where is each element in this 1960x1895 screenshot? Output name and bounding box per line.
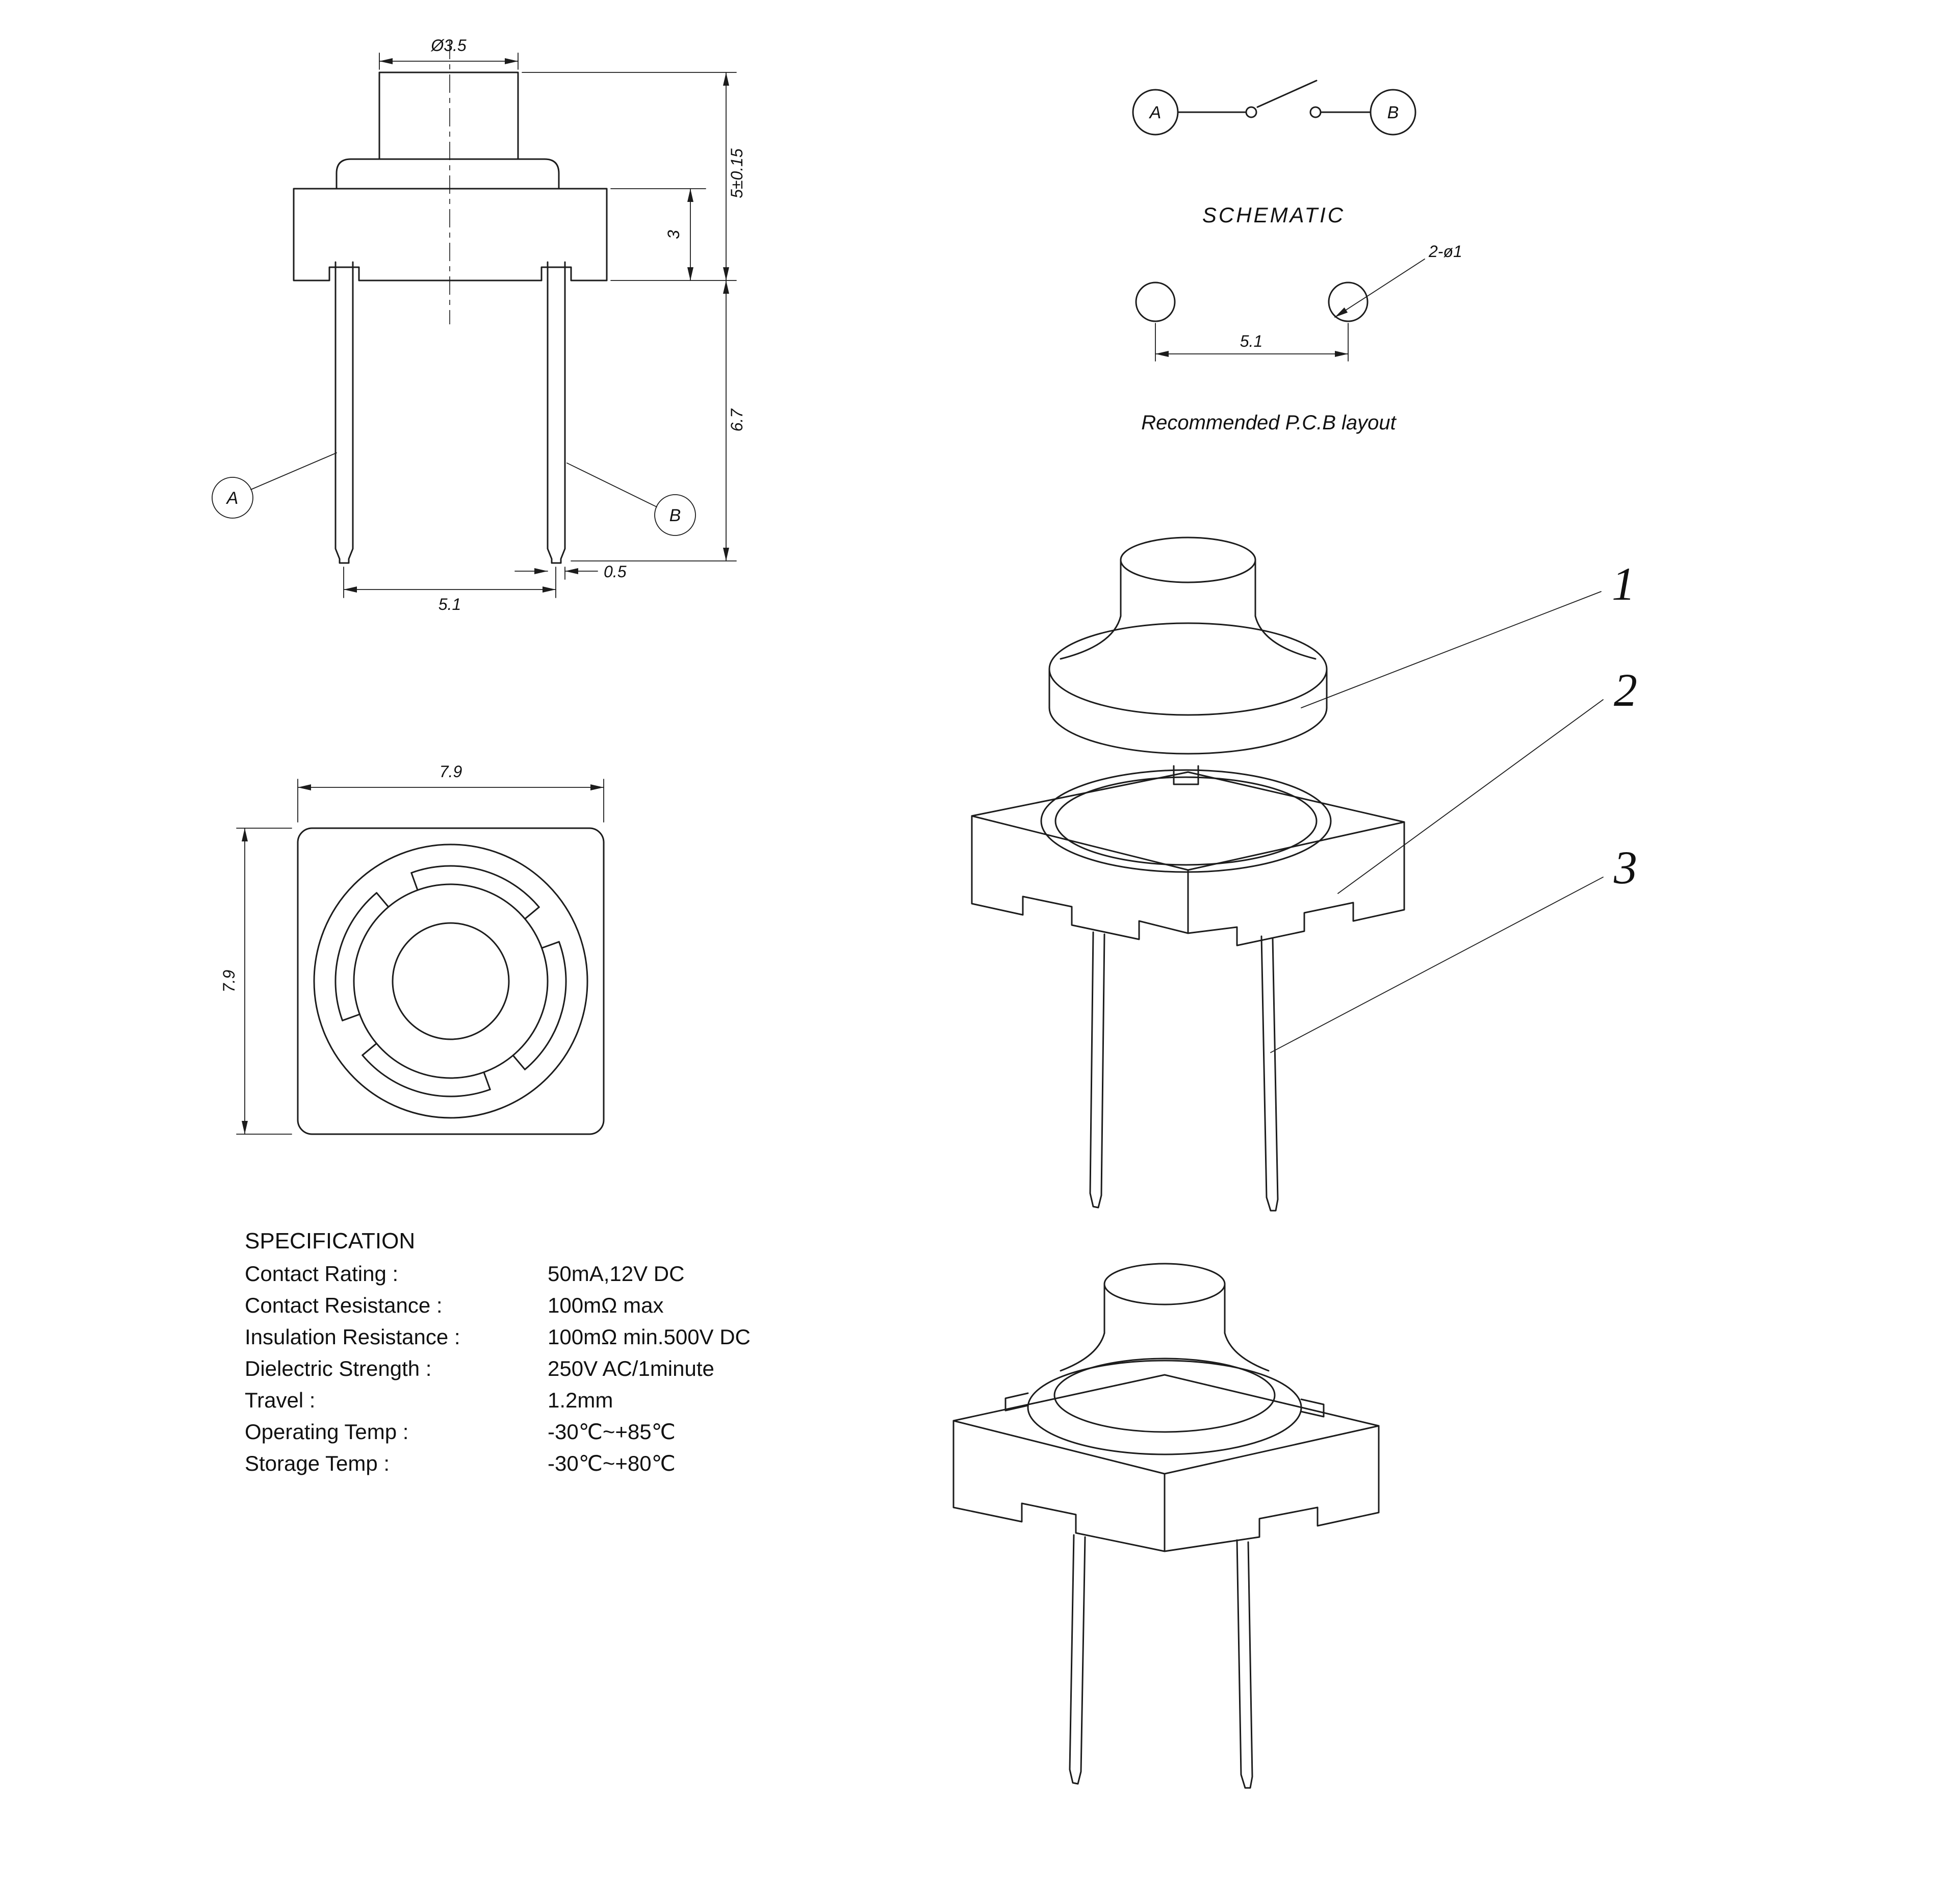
part-number-3: 3	[1613, 841, 1637, 893]
dim-pin-width: 0.5	[604, 562, 627, 581]
spec-row-label: Storage Temp :	[245, 1451, 390, 1475]
housing-recess-inner	[1054, 776, 1318, 866]
housing-recess-notch	[1173, 765, 1199, 785]
spec-row-value: -30℃~+85℃	[548, 1420, 676, 1444]
assembled-bottom-castellation-left	[952, 1488, 1166, 1552]
switch-body-outline	[293, 188, 608, 281]
spec-row-value: 100mΩ max	[548, 1293, 663, 1317]
spec-row-value: 1.2mm	[548, 1388, 613, 1412]
dim-body-height: 3	[664, 230, 683, 239]
assembled-cap-flare	[1060, 1332, 1105, 1372]
leader-line	[566, 463, 657, 507]
hole-callout-leader	[1334, 259, 1425, 318]
terminal-pin-left	[1089, 931, 1105, 1209]
pcb-hole-right	[1328, 281, 1369, 322]
specification-table: SPECIFICATION Contact Rating : 50mA,12V …	[245, 1228, 751, 1475]
terminal-b-pin	[547, 261, 566, 564]
assembled-pin-left	[1069, 1534, 1086, 1785]
top-view-middle-circle	[353, 883, 549, 1079]
terminal-b-balloon	[654, 494, 696, 536]
part-leader-1	[1301, 591, 1602, 708]
spec-row-label: Contact Resistance :	[245, 1293, 443, 1317]
terminal-a-pin	[334, 261, 354, 564]
spec-row-label: Travel :	[245, 1388, 315, 1412]
cap-skirt-bottom	[1048, 707, 1328, 755]
dim-top-width: 7.9	[440, 762, 462, 781]
part-number-1: 1	[1612, 558, 1635, 610]
housing-bottom-castellation-left	[971, 884, 1189, 940]
dim-cap-diameter: Ø3.5	[430, 36, 467, 55]
assembled-pin-right	[1236, 1539, 1253, 1789]
dim-total-height: 5±0.15	[728, 148, 746, 198]
schematic-diagram: A B SCHEMATIC	[1132, 80, 1416, 227]
leader-line	[250, 452, 337, 490]
assembled-view-drawing	[952, 1263, 1380, 1789]
dim-leg-length: 6.7	[728, 408, 746, 432]
dim-hole-pitch: 5.1	[1240, 332, 1262, 350]
schematic-contact	[1309, 106, 1322, 118]
spec-row-label: Contact Rating :	[245, 1262, 398, 1286]
cap-outline	[336, 158, 560, 190]
exploded-view-drawing: 1 2 3	[971, 536, 1637, 1212]
part-leader-3	[1270, 877, 1604, 1053]
terminal-pin-right	[1260, 935, 1279, 1212]
pcb-layout-caption: Recommended P.C.B layout	[1141, 412, 1397, 434]
top-view-drawing: 7.9 7.9	[220, 762, 605, 1135]
dim-pin-pitch: 5.1	[439, 595, 461, 613]
spec-title: SPECIFICATION	[245, 1228, 415, 1253]
assembled-bayonet-tab-right	[1300, 1398, 1325, 1418]
dim-top-height: 7.9	[220, 970, 238, 993]
spec-row-label: Operating Temp :	[245, 1420, 408, 1444]
plunger-outline	[378, 71, 519, 160]
assembled-cap-base	[1053, 1358, 1276, 1433]
assembled-cap-flare	[1224, 1332, 1270, 1372]
part-number-2: 2	[1614, 664, 1637, 716]
retainer-arc	[524, 941, 567, 1070]
schematic-contact	[1245, 106, 1257, 118]
assembled-bayonet-tab-left	[1004, 1392, 1029, 1412]
spec-row-value: -30℃~+80℃	[548, 1451, 676, 1475]
cap-flare	[1060, 615, 1122, 660]
schematic-title: SCHEMATIC	[1202, 203, 1345, 227]
assembled-bottom-castellation-right	[1164, 1493, 1380, 1552]
schematic-terminal-b-circle	[1370, 89, 1416, 136]
spec-row-label: Insulation Resistance :	[245, 1325, 460, 1349]
terminal-a-balloon	[212, 477, 253, 519]
top-view-plunger-circle	[392, 922, 510, 1040]
pcb-hole-left	[1135, 281, 1176, 322]
schematic-terminal-a-label: A	[1149, 103, 1162, 122]
spec-row-value: 250V AC/1minute	[548, 1356, 714, 1380]
schematic-switch-lever	[1256, 80, 1318, 108]
cap-flare	[1254, 615, 1317, 660]
housing-recess-outer	[1040, 769, 1332, 873]
retainer-arc	[410, 865, 540, 908]
housing-bottom-castellation-right	[1187, 890, 1405, 946]
front-view-drawing: Ø3.5 3 5±0.15 6.7 5.1 0.5 A B	[212, 36, 746, 613]
top-view-body-outline	[297, 827, 605, 1135]
spec-row-label: Dielectric Strength :	[245, 1356, 431, 1380]
retainer-arc	[362, 1054, 491, 1097]
spec-row-value: 100mΩ min.500V DC	[548, 1325, 751, 1349]
schematic-terminal-b-label: B	[1387, 103, 1399, 122]
top-view-outer-circle	[313, 843, 588, 1119]
retainer-arc	[334, 892, 378, 1021]
retainer-arc-ends	[342, 872, 560, 1090]
spec-row-value: 50mA,12V DC	[548, 1262, 684, 1286]
pcb-layout-diagram: 2-ø1 5.1 Recommended P.C.B layout	[1135, 242, 1462, 434]
hole-callout: 2-ø1	[1428, 242, 1462, 261]
terminal-a-label: A	[226, 489, 239, 508]
terminal-b-label: B	[669, 506, 681, 525]
part-leader-2	[1337, 699, 1604, 894]
